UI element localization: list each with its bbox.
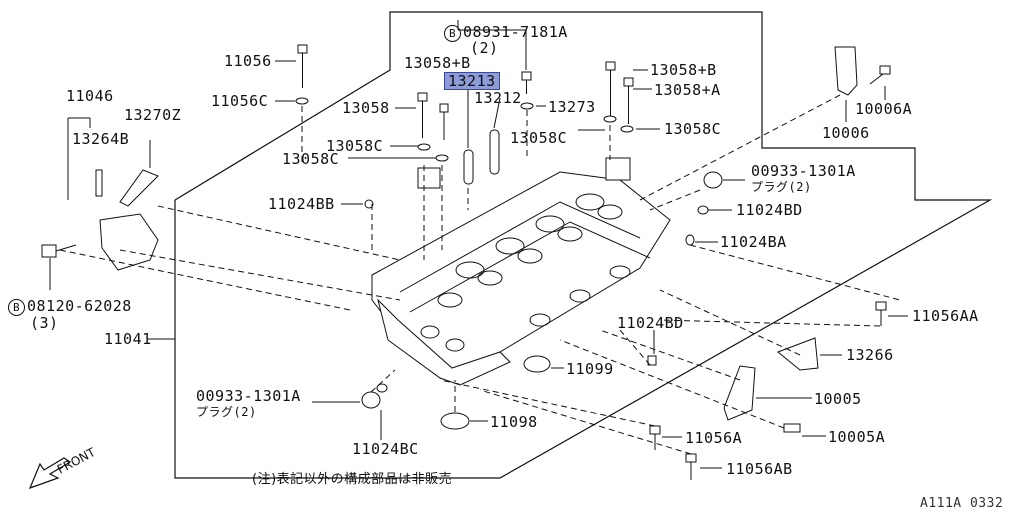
- diagram-code: A111A 0332: [920, 496, 1004, 511]
- label-11056ab[interactable]: 11056AB: [726, 460, 793, 478]
- footer-note: (注)表記以外の構成部品は非販売: [252, 472, 453, 487]
- label-11098[interactable]: 11098: [490, 413, 538, 431]
- cylinder-head-body: [371, 157, 671, 386]
- label-11056[interactable]: 11056: [224, 52, 272, 70]
- label-10005a[interactable]: 10005A: [828, 428, 886, 446]
- label-10006[interactable]: 10006: [822, 124, 870, 142]
- label-13273[interactable]: 13273: [548, 98, 596, 116]
- label-08120-number: 08120-62028: [27, 297, 132, 315]
- front-arrow-icon: [28, 457, 72, 490]
- label-00933-bottom[interactable]: 00933-1301A: [196, 387, 301, 405]
- label-11099[interactable]: 11099: [566, 360, 614, 378]
- small-parts: [41, 44, 891, 480]
- label-11024bd-a[interactable]: 11024BD: [736, 201, 803, 219]
- label-08120-qty: (3): [30, 314, 59, 332]
- label-08931-number: 08931-7181A: [463, 23, 568, 41]
- label-13213-highlighted[interactable]: 13213: [444, 72, 500, 90]
- bolt-ref-icon: B: [444, 25, 461, 42]
- label-00933-top[interactable]: 00933-1301A: [751, 162, 856, 180]
- dashed-guides: [59, 94, 901, 455]
- label-11046[interactable]: 11046: [66, 87, 114, 105]
- front-label: FRONT: [55, 445, 98, 477]
- label-13058b-top[interactable]: 13058+B: [404, 54, 471, 72]
- label-11041[interactable]: 11041: [104, 330, 152, 348]
- label-13212[interactable]: 13212: [474, 89, 522, 107]
- label-11024bc[interactable]: 11024BC: [352, 440, 419, 458]
- label-13264b[interactable]: 13264B: [72, 130, 130, 148]
- label-11024ba[interactable]: 11024BA: [720, 233, 787, 251]
- label-11024bd-b[interactable]: 11024BD: [617, 314, 684, 332]
- label-11056aa[interactable]: 11056AA: [912, 307, 979, 325]
- label-11024bb[interactable]: 11024BB: [268, 195, 335, 213]
- label-00933-bottom-sub: プラグ(2): [196, 405, 257, 419]
- label-13058c-b[interactable]: 13058C: [282, 150, 340, 168]
- leader-lines: [49, 20, 908, 469]
- label-00933-top-sub: プラグ(2): [751, 180, 812, 194]
- label-13266[interactable]: 13266: [846, 346, 894, 364]
- label-13270z[interactable]: 13270Z: [124, 106, 182, 124]
- label-10005[interactable]: 10005: [814, 390, 862, 408]
- assembly-frame: [174, 11, 993, 479]
- bolt-ref-icon: B: [8, 299, 25, 316]
- label-11056c[interactable]: 11056C: [211, 92, 269, 110]
- label-08931-qty: (2): [470, 39, 499, 57]
- label-11056a[interactable]: 11056A: [685, 429, 743, 447]
- label-13058a[interactable]: 13058+A: [654, 81, 721, 99]
- label-13058[interactable]: 13058: [342, 99, 390, 117]
- label-13058b-right[interactable]: 13058+B: [650, 61, 717, 79]
- label-13058c-a[interactable]: 13058C: [326, 137, 384, 155]
- label-13058c-d[interactable]: 13058C: [664, 120, 722, 138]
- label-13058c-c[interactable]: 13058C: [510, 129, 568, 147]
- label-10006a[interactable]: 10006A: [855, 100, 913, 118]
